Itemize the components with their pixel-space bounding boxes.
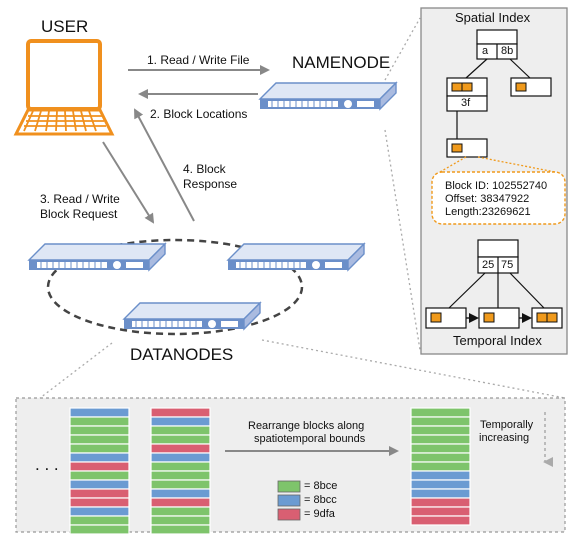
legend-label-8bce: = 8bce [304, 480, 338, 492]
user-label: USER [41, 17, 89, 36]
block [150, 479, 211, 490]
laptop-icon [13, 39, 115, 136]
ellipsis-label: . . . [35, 455, 59, 474]
block [410, 488, 471, 499]
block [150, 416, 211, 427]
temporal-index-tree [425, 239, 563, 329]
block [69, 434, 130, 445]
spatial-index-tree [439, 29, 556, 173]
spatial-child-label: 3f [461, 97, 471, 109]
legend-label-9dfa: = 9dfa [304, 508, 335, 520]
block-id-text: Block ID: 102552740 [445, 180, 548, 192]
block [410, 416, 471, 427]
temporal-index-title: Temporal Index [453, 333, 542, 348]
block-stack-col3 [410, 407, 471, 526]
arrow-block-request [102, 141, 155, 224]
zoom-guide-line [384, 129, 421, 351]
step3-label-line1: 3. Read / Write [40, 192, 120, 206]
spatial-root-cell-1: a [482, 45, 489, 57]
temporal-root-cell-2: 75 [501, 259, 514, 271]
block [410, 425, 471, 436]
datanode-server-icon [28, 243, 166, 271]
block [150, 470, 211, 481]
legend-swatch [277, 494, 301, 507]
block-length-text: Length:23269621 [445, 206, 531, 218]
block [150, 452, 211, 463]
block [410, 452, 471, 463]
block-stack-col2 [150, 407, 211, 535]
block [69, 524, 130, 535]
block [410, 479, 471, 490]
block [410, 497, 471, 508]
block [150, 515, 211, 526]
block [69, 515, 130, 526]
block [69, 443, 130, 454]
block [150, 524, 211, 535]
block [69, 452, 130, 463]
spatial-root-cell-2: 8b [501, 45, 514, 57]
block [410, 434, 471, 445]
block-offset-text: Offset: 38347922 [445, 193, 530, 205]
block [69, 488, 130, 499]
namenode-server-icon [259, 82, 397, 110]
namenode-label: NAMENODE [292, 53, 391, 72]
block [150, 407, 211, 418]
rearrange-caption-line1: Rearrange blocks along [248, 420, 365, 432]
block [69, 461, 130, 472]
temporal-root-cell-1: 25 [482, 259, 495, 271]
step4-label-line2: Response [183, 177, 238, 191]
legend-swatch [277, 480, 301, 493]
zoom-guide-line [261, 339, 566, 399]
datanodes-label: DATANODES [130, 345, 234, 364]
datanode-server-icon [123, 302, 261, 330]
block [410, 515, 471, 526]
block [410, 443, 471, 454]
rearrange-caption-line2: spatiotemporal bounds [254, 433, 366, 445]
step1-label: 1. Read / Write File [147, 53, 250, 67]
zoom-guide-line [39, 342, 113, 399]
legend-swatch [277, 508, 301, 521]
datanode-server-icon [227, 243, 365, 271]
temporal-side-line1: Temporally [480, 419, 534, 431]
block [69, 416, 130, 427]
step4-label-line1: 4. Block [183, 162, 226, 176]
block-info-callout [431, 171, 566, 225]
block [150, 488, 211, 499]
block [69, 470, 130, 481]
block [150, 434, 211, 445]
block [150, 506, 211, 517]
legend-label-8bcc: = 8bcc [304, 494, 337, 506]
block [150, 425, 211, 436]
block [410, 407, 471, 418]
spatial-index-title: Spatial Index [455, 10, 531, 25]
step3-label-line2: Block Request [40, 207, 118, 221]
step2-label: 2. Block Locations [150, 107, 248, 121]
block [69, 497, 130, 508]
block [150, 497, 211, 508]
block [150, 443, 211, 454]
temporal-side-line2: increasing [479, 432, 530, 444]
block [410, 461, 471, 472]
datanode-cluster-ellipse [46, 238, 304, 336]
block [69, 425, 130, 436]
block [410, 470, 471, 481]
block [150, 461, 211, 472]
block [69, 407, 130, 418]
block [410, 506, 471, 517]
block-stack-col1 [69, 407, 130, 535]
zoom-guide-line [384, 17, 421, 81]
block [69, 479, 130, 490]
arrow-block-response [134, 108, 195, 222]
block [69, 506, 130, 517]
